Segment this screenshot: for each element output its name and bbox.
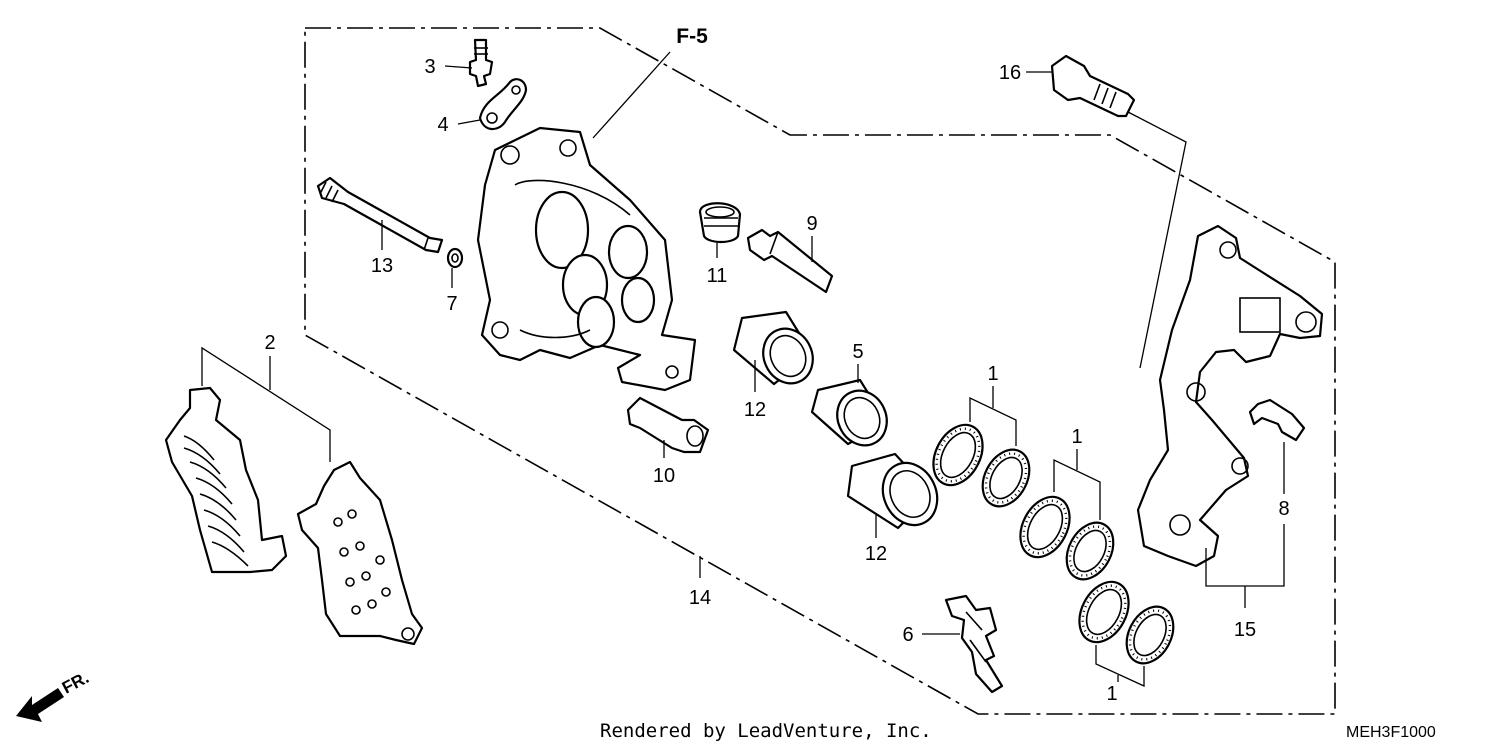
piston-12-lower [846,452,939,530]
front-direction-arrow-icon [16,688,64,722]
washer [446,247,464,269]
callout-5: 5 [852,341,863,363]
caliper-bolt [626,396,710,454]
bracket-clip [1248,398,1306,442]
callout-7: 7 [446,293,457,315]
bleed-cap [478,78,528,131]
reference-leader-f5 [592,51,671,139]
callout-13: 13 [371,255,393,277]
leader-3 [444,65,473,69]
caliper-bracket [1136,224,1324,568]
callout-9: 9 [806,213,817,235]
leader-1-lower [1095,645,1145,688]
seal-set-1-lower [1078,580,1175,665]
callout-8: 8 [1278,498,1289,520]
callout-16: 16 [999,62,1021,84]
callout-3: 3 [424,56,435,78]
dust-boot [698,202,742,244]
seal-set-1-upper [932,423,1031,508]
callout-12-upper: 12 [744,399,766,421]
leader-2 [201,346,331,462]
callout-12-lower: 12 [865,543,887,565]
callout-1-upper: 1 [987,363,998,385]
caliper-assembly-boundary [304,27,1336,715]
slide-pin [746,228,834,294]
reference-label-f5: F-5 [676,25,708,48]
diagram-code: MEH3F1000 [1346,724,1436,741]
seal-set-1-middle [1019,495,1115,581]
pad-pin [316,176,444,254]
bracket-bolt [1050,54,1136,118]
piston-12-upper [732,310,814,386]
caliper-body [476,126,697,392]
callout-11: 11 [707,265,728,287]
callout-2: 2 [264,332,275,354]
direction-label: FR. [59,668,92,698]
callout-4: 4 [437,114,448,136]
brake-pad-rear [164,386,288,574]
pad-spring [944,594,1004,694]
callout-14: 14 [689,587,711,609]
bleed-screw [468,38,494,88]
leader-15 [1205,524,1285,587]
piston-5 [810,378,888,447]
leader-1-upper [969,396,1017,446]
callout-10: 10 [653,465,675,487]
callout-1-middle: 1 [1071,426,1082,448]
render-credit: Rendered by LeadVenture, Inc. [600,720,932,742]
callout-6: 6 [902,624,913,646]
callout-1-lower: 1 [1106,683,1117,705]
brake-pad-front [296,460,424,646]
callout-15: 15 [1234,619,1256,641]
leader-4 [457,119,481,125]
leader-1-middle [1053,458,1101,520]
